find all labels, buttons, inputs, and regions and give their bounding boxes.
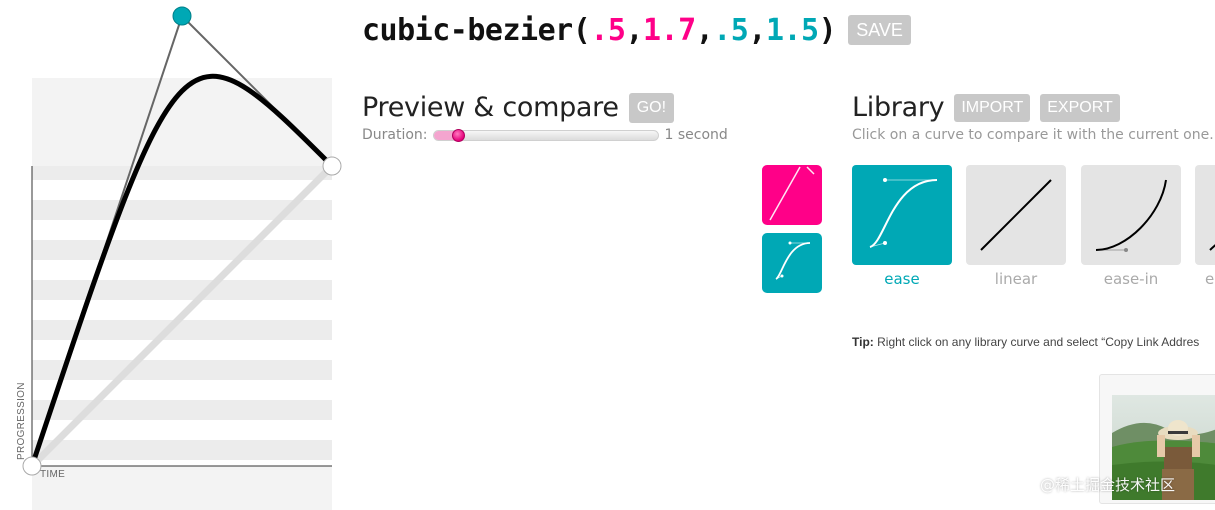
code-suffix: ): [818, 12, 837, 48]
library-curve-ease[interactable]: ease: [852, 165, 952, 288]
header: cubic-bezier(.5,1.7,.5,1.5) SAVE: [362, 8, 911, 52]
ease-curve-thumbnail: [775, 241, 811, 280]
overshoot-area-bottom: [32, 466, 332, 510]
code-prefix: cubic-bezier(: [362, 12, 591, 48]
duration-row: Duration: 1 second: [362, 127, 728, 143]
code-separator: ,: [695, 12, 714, 48]
library-curve-ease-in[interactable]: ease-in: [1081, 165, 1181, 288]
library-section: Library IMPORT EXPORT Click on a curve t…: [852, 92, 1215, 288]
progression-axis-label: PROGRESSION: [16, 382, 27, 460]
curve-icon: [1209, 244, 1215, 251]
export-button[interactable]: EXPORT: [1040, 93, 1120, 122]
library-title: Library: [852, 92, 945, 123]
current-curve-thumbnail: [769, 166, 815, 221]
library-curve-linear[interactable]: linear: [966, 165, 1066, 288]
time-axis-label: TIME: [40, 469, 66, 480]
library-curves: ease linear ease-in: [852, 165, 1215, 295]
tip-body: Right click on any library curve and sel…: [873, 335, 1200, 349]
duration-label: Duration:: [362, 127, 428, 143]
bezier-code: cubic-bezier(.5,1.7,.5,1.5): [362, 12, 837, 48]
tip-label: Tip:: [852, 335, 874, 349]
bezier-curve: [29, 73, 334, 467]
start-point: [22, 456, 42, 476]
current-curve-preview-square: [762, 165, 822, 225]
library-curve-label: ease: [884, 270, 920, 288]
linear-reference-line: [28, 162, 336, 470]
duration-value: 1 second: [664, 127, 728, 143]
duration-slider[interactable]: [432, 128, 659, 142]
curve-thumbnail-box[interactable]: [1081, 165, 1181, 265]
control-point-p1-handle[interactable]: [172, 6, 192, 26]
library-curve-label: linear: [994, 270, 1038, 288]
library-curve-label: e: [1205, 270, 1215, 288]
duration-slider-thumb[interactable]: [451, 128, 465, 142]
bezier-canvas: [22, 6, 342, 510]
import-button[interactable]: IMPORT: [954, 93, 1031, 122]
end-point: [322, 156, 342, 176]
ease-in-curve-icon: [1095, 179, 1167, 252]
watermark-text: @稀土掘金技术社区: [1040, 476, 1176, 494]
code-separator: ,: [625, 12, 643, 48]
duration-slider-fill: [433, 130, 459, 140]
curve-thumbnail-box[interactable]: [1195, 165, 1215, 265]
ad-image-card[interactable]: [1099, 374, 1215, 504]
bezier-editor: PROGRESSION TIME: [0, 0, 345, 510]
compare-curve-preview-square: [762, 233, 822, 293]
p1y-value: 1.7: [643, 12, 696, 48]
landscape-photo-image: [1112, 395, 1215, 500]
go-button[interactable]: GO!: [628, 92, 675, 123]
tip-text: Tip: Right click on any library curve an…: [852, 335, 1215, 349]
library-curve-label: ease-in: [1103, 270, 1159, 288]
code-separator: ,: [748, 12, 766, 48]
curve-thumbnail-box[interactable]: [852, 165, 952, 265]
library-curve-partial[interactable]: e: [1195, 165, 1215, 288]
p1x-value: .5: [590, 12, 626, 48]
library-description: Click on a curve to compare it with the …: [852, 127, 1214, 143]
preview-section: Preview & compare GO! Duration: 1 second: [362, 92, 728, 143]
save-button[interactable]: SAVE: [848, 15, 911, 45]
linear-curve-icon: [980, 179, 1052, 251]
curve-thumbnail-box[interactable]: [966, 165, 1066, 265]
preview-title: Preview & compare: [362, 92, 619, 123]
ease-curve-icon: [869, 178, 938, 248]
p2x-value: .5: [713, 12, 749, 48]
p2y-value: 1.5: [765, 12, 819, 48]
